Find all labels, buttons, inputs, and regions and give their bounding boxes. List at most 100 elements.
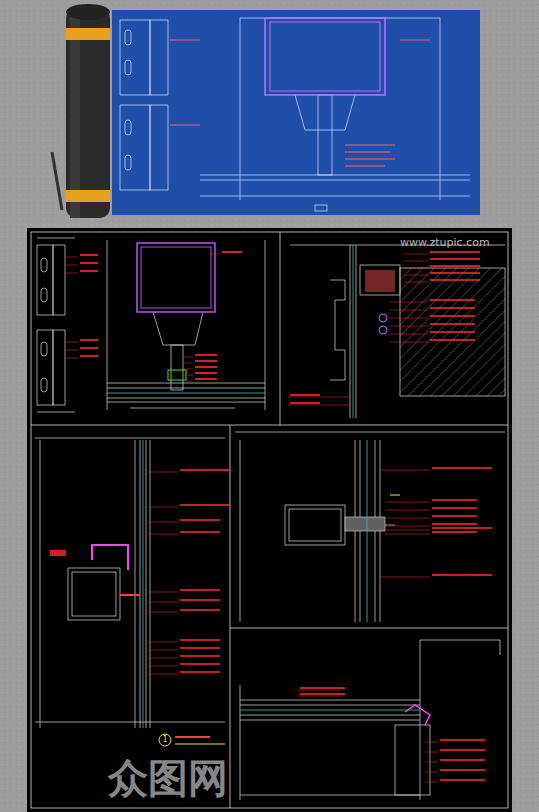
leader <box>150 507 178 508</box>
note-stroke <box>430 315 475 317</box>
note-stroke <box>180 469 230 471</box>
leader <box>184 375 193 376</box>
note-stroke <box>180 504 230 506</box>
note-stroke <box>80 262 98 264</box>
note-stroke <box>180 599 220 601</box>
leader <box>184 369 193 370</box>
note-stroke <box>290 394 320 396</box>
note-stroke <box>440 769 485 771</box>
note-stroke <box>180 655 220 657</box>
leader <box>184 381 193 382</box>
leader <box>390 342 428 343</box>
leader <box>425 742 438 743</box>
note-stroke <box>180 531 220 533</box>
leader <box>380 530 430 531</box>
leader <box>404 254 428 255</box>
anchor-bolts <box>379 314 387 334</box>
note-stroke <box>80 355 98 357</box>
leader <box>150 650 178 651</box>
note-stroke <box>180 639 220 641</box>
note-stroke <box>430 307 475 309</box>
leader <box>150 472 178 473</box>
note-stroke <box>80 254 98 256</box>
note-stroke <box>222 251 242 253</box>
note-stroke <box>440 779 485 781</box>
note-stroke <box>432 523 477 525</box>
leader <box>298 690 340 691</box>
leader <box>150 592 178 593</box>
note-stroke <box>432 531 477 533</box>
note-stroke <box>440 739 485 741</box>
note-stroke <box>430 279 480 281</box>
leader <box>385 526 430 527</box>
leader <box>425 782 438 783</box>
leader <box>385 518 430 519</box>
note-stroke <box>430 331 475 333</box>
note-stroke <box>195 366 217 368</box>
note-stroke <box>430 265 480 267</box>
leader <box>184 363 193 364</box>
leader <box>210 254 220 255</box>
watermark-logo: 众图网 <box>108 758 228 798</box>
drawing-sheet <box>27 228 512 812</box>
leader <box>288 405 350 406</box>
note-stroke <box>430 272 480 274</box>
note-lines <box>80 252 492 780</box>
note-stroke <box>432 507 477 509</box>
frame-lines <box>31 232 508 808</box>
leader <box>390 318 428 319</box>
paper-roll <box>52 4 110 218</box>
mullion-section <box>35 438 225 728</box>
callout-number: 1 <box>162 736 167 744</box>
leader-lines <box>66 254 438 782</box>
connector-plate <box>345 517 385 531</box>
note-stroke <box>432 574 492 576</box>
concrete-slab <box>400 268 505 396</box>
note-stroke <box>432 515 477 517</box>
leader <box>390 310 428 311</box>
note-stroke <box>180 671 220 673</box>
leader <box>425 752 438 753</box>
leader <box>150 612 178 613</box>
leader <box>390 302 428 303</box>
leader <box>385 534 430 535</box>
note-stroke <box>430 251 480 253</box>
note-stroke <box>195 378 217 380</box>
leader <box>288 397 350 398</box>
steel-tube-section <box>107 240 265 410</box>
note-stroke <box>195 354 217 356</box>
bracket-elevations <box>37 238 75 412</box>
leader <box>150 642 178 643</box>
insulation <box>365 270 395 292</box>
note-stroke <box>180 663 220 665</box>
leader <box>66 265 78 266</box>
note-stroke <box>195 360 217 362</box>
leader <box>380 470 430 471</box>
leader <box>390 326 428 327</box>
note-stroke <box>430 323 475 325</box>
leader <box>380 577 430 578</box>
detail-marker <box>159 734 171 746</box>
leader <box>385 502 430 503</box>
note-stroke <box>300 693 345 695</box>
note-stroke <box>80 270 98 272</box>
note-stroke <box>440 759 485 761</box>
note-stroke <box>180 519 220 521</box>
note-stroke <box>432 499 477 501</box>
watermark-url: www.ztupic.com <box>400 237 490 248</box>
leader <box>150 602 178 603</box>
leader <box>66 257 78 258</box>
leader <box>66 358 78 359</box>
blueprint-sheet <box>112 10 480 215</box>
note-stroke <box>80 339 98 341</box>
leader <box>404 275 428 276</box>
note-stroke <box>290 402 320 404</box>
leader <box>425 762 438 763</box>
note-stroke <box>432 467 492 469</box>
leader <box>385 510 430 511</box>
note-stroke <box>195 372 217 374</box>
top-edge-section <box>240 640 500 800</box>
note-stroke <box>180 589 220 591</box>
